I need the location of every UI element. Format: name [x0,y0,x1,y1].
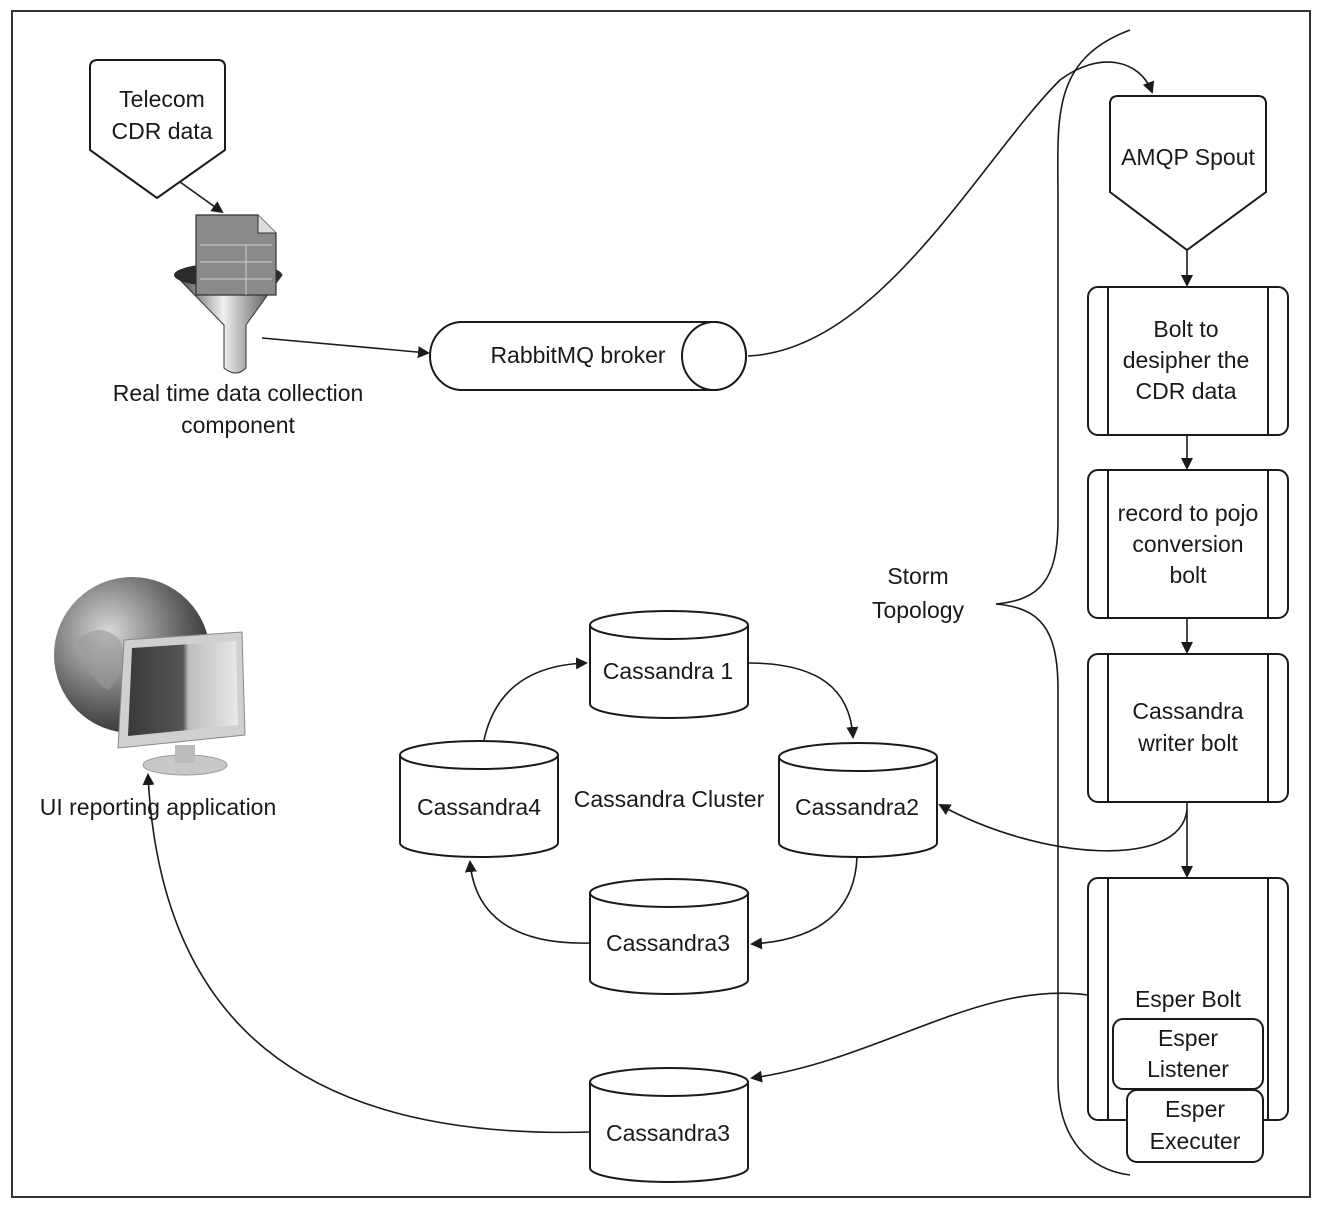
arrow-c2-to-c3 [750,856,858,950]
arrow-esper-to-output-store [750,992,1089,1083]
storm-label-line-1: Storm [887,563,948,589]
esper-listener: Esper Listener [1112,1018,1264,1090]
collector-label-line-1: Real time data collection [113,380,364,406]
bolt1-label-line-2: desipher the [1123,347,1250,373]
storm-topology-brace [995,29,1131,1176]
esper-listener-line-1: Esper [1158,1025,1218,1051]
telecom-cdr-source: Telecom CDR data [89,59,226,200]
bolt1-label-line-3: CDR data [1136,378,1237,404]
esper-executer-line-1: Esper [1165,1096,1225,1122]
esper-bolt-label: Esper Bolt [1135,986,1242,1012]
arrow-broker-to-spout [747,61,1155,357]
bolt2-label-line-2: conversion [1132,531,1243,557]
cassandra-node-3: Cassandra3 [589,878,749,995]
cassandra-node-1: Cassandra 1 [589,610,749,719]
funnel-document-icon [174,214,283,374]
broker-label: RabbitMQ broker [490,342,665,368]
ui-app-label: UI reporting application [40,794,277,820]
amqp-spout: AMQP Spout [1109,95,1267,252]
bolt-decipher-cdr: Bolt to desipher the CDR data [1087,286,1289,436]
output-store-label: Cassandra3 [606,1120,730,1146]
rabbitmq-broker: RabbitMQ broker [429,321,747,391]
esper-executer-line-2: Executer [1150,1128,1241,1154]
arrow-c4-to-c1 [483,657,588,741]
spout-label: AMQP Spout [1121,144,1255,170]
arrow-writer-to-cassandra2 [938,804,1188,852]
cassandra-3-label: Cassandra3 [606,930,730,956]
bolt2-label-line-1: record to pojo [1118,500,1259,526]
esper-executer: Esper Executer [1126,1089,1264,1163]
cassandra-4-label: Cassandra4 [417,794,541,820]
bolt3-label-line-2: writer bolt [1137,730,1238,756]
source-label-line-2: CDR data [112,118,213,144]
cassandra-node-4: Cassandra4 [399,740,559,858]
bolt1-label-line-1: Bolt to [1153,316,1218,342]
diagram-frame [11,10,1311,1198]
output-cassandra-store: Cassandra3 [589,1067,749,1183]
cassandra-1-label: Cassandra 1 [603,658,733,684]
arrow-collector-to-broker [261,337,430,359]
bolt-cassandra-writer: Cassandra writer bolt [1087,653,1289,803]
cassandra-cluster-label: Cassandra Cluster [574,786,765,812]
collector-label-line-2: component [181,412,295,438]
bolt2-label-line-3: bolt [1169,562,1207,588]
esper-listener-line-2: Listener [1147,1056,1229,1082]
storm-label-line-2: Topology [872,597,965,623]
source-label-line-1: Telecom [119,86,205,112]
arrow-store-to-ui [142,773,591,1134]
bolt3-label-line-1: Cassandra [1132,698,1243,724]
globe-monitor-icon [54,577,246,776]
arrow-c3-to-c4 [464,860,591,944]
bolt-esper: Esper Bolt Esper Listener Esper Executer [1087,877,1289,1163]
cassandra-2-label: Cassandra2 [795,794,919,820]
arrow-source-to-collector [179,181,224,214]
bolt-record-to-pojo: record to pojo conversion bolt [1087,469,1289,619]
cassandra-node-2: Cassandra2 [778,742,938,858]
arrow-c1-to-c2 [747,662,859,739]
